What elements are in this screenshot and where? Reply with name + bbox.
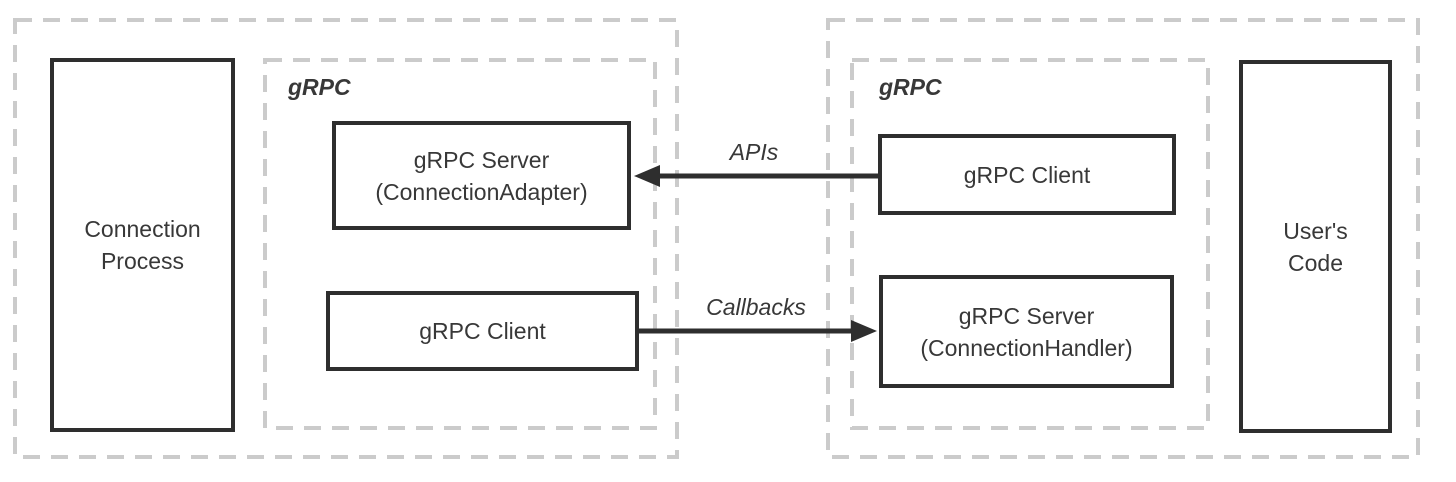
users-code-box: User's Code <box>1239 60 1392 433</box>
apis-arrow-label: APIs <box>729 139 779 165</box>
callbacks-arrow-label: Callbacks <box>706 294 806 320</box>
callbacks-arrowhead-icon <box>851 320 877 342</box>
left-grpc-container-label: gRPC <box>288 74 351 100</box>
right-grpc-dashed-container <box>850 58 1210 430</box>
connection-process-label-line1: Connection <box>84 216 201 242</box>
right-grpc-container-label: gRPC <box>879 74 942 100</box>
apis-arrowhead-icon <box>634 165 660 187</box>
grpc-server-connection-adapter-box: gRPC Server (ConnectionAdapter) <box>332 121 631 230</box>
left-process-dashed-container <box>13 18 679 459</box>
server-adapter-label-line2: (ConnectionAdapter) <box>375 178 588 205</box>
right-grpc-client-box: gRPC Client <box>878 134 1176 215</box>
left-grpc-dashed-container <box>263 58 657 430</box>
left-grpc-client-box: gRPC Client <box>326 291 639 371</box>
server-handler-label-line2: (ConnectionHandler) <box>920 334 1133 361</box>
connection-process-label-line2: Process <box>100 248 185 274</box>
server-handler-label-line1: gRPC Server <box>958 302 1095 329</box>
right-grpc-client-label: gRPC Client <box>963 161 1091 188</box>
right-process-dashed-container <box>826 18 1420 459</box>
connection-process-box: Connection Process <box>50 58 235 432</box>
users-code-label-line2: Code <box>1288 249 1343 276</box>
users-code-label-line1: User's <box>1283 217 1348 244</box>
grpc-server-connection-handler-box: gRPC Server (ConnectionHandler) <box>879 275 1174 388</box>
left-grpc-client-label: gRPC Client <box>419 318 546 344</box>
server-adapter-label-line1: gRPC Server <box>413 146 550 173</box>
